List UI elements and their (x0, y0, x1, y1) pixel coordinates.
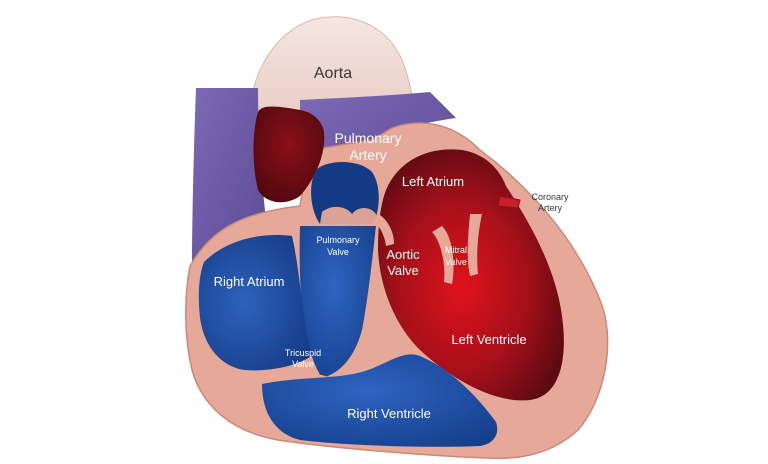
label-mitral-valve-line2: Valve (445, 257, 467, 267)
label-coronary-artery-line2: Artery (538, 203, 563, 213)
right-atrium-chamber (198, 235, 312, 371)
label-coronary-artery-line1: Coronary (531, 192, 569, 202)
label-pulmonary-valve-line1: Pulmonary (316, 235, 360, 245)
label-left-atrium: Left Atrium (402, 174, 464, 189)
aorta-vessel (249, 16, 415, 113)
label-right-atrium: Right Atrium (214, 274, 285, 289)
label-pulmonary-artery-line2: Artery (349, 147, 386, 163)
mitral-valve-leaflets (432, 214, 482, 284)
aortic-root (253, 106, 325, 203)
label-pulmonary-valve-line2: Valve (327, 247, 349, 257)
label-left-ventricle: Left Ventricle (451, 332, 526, 347)
label-mitral-valve-line1: Mitral (445, 245, 467, 255)
label-tricuspid-valve-line2: Valve (292, 359, 314, 369)
right-ventricle-chamber (262, 354, 498, 447)
label-aorta: Aorta (314, 65, 352, 82)
label-tricuspid-valve-line1: Tricuspid (285, 348, 321, 358)
label-aortic-valve-line2: Valve (387, 263, 419, 278)
label-pulmonary-artery-line1: Pulmonary (335, 130, 402, 146)
right-ventricle-outflow (299, 226, 376, 378)
pulmonary-valve-cusps (320, 206, 376, 224)
label-right-ventricle: Right Ventricle (347, 406, 431, 421)
label-aortic-valve-line1: Aortic (386, 247, 420, 262)
coronary-artery-vessel (497, 195, 521, 209)
